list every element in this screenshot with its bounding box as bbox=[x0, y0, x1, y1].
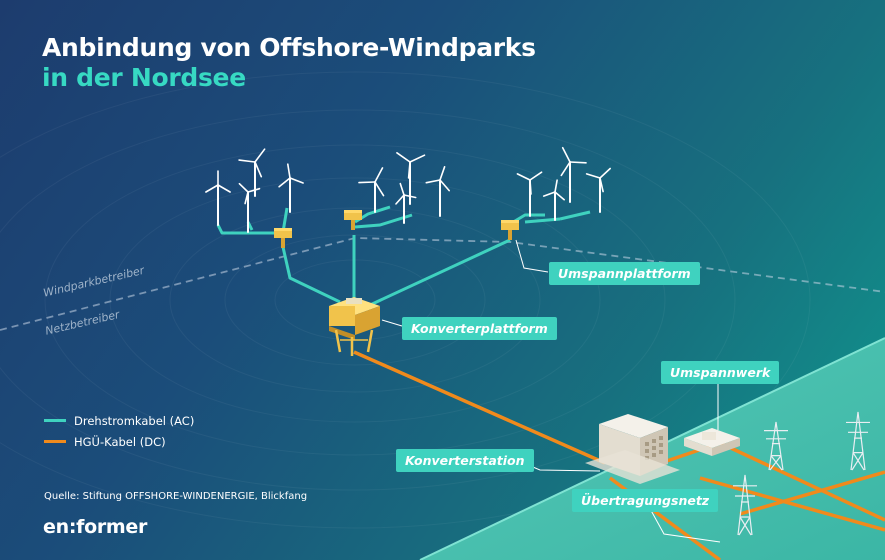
callout-umspannwerk: Umspannwerk bbox=[661, 361, 780, 384]
wind-turbine bbox=[205, 170, 231, 226]
converter-platform bbox=[329, 297, 380, 356]
transmission-pylon bbox=[846, 411, 870, 471]
legend-label-ac: Drehstromkabel (AC) bbox=[74, 413, 195, 428]
page-title: Anbindung von Offshore-Windparks bbox=[42, 33, 536, 62]
legend-label-dc: HGÜ-Kabel (DC) bbox=[74, 434, 166, 449]
wind-turbine bbox=[425, 166, 451, 217]
legend-swatch-ac bbox=[44, 419, 66, 422]
callout-konverterstation: Konverterstation bbox=[396, 449, 534, 472]
wind-turbine bbox=[278, 163, 304, 213]
legend-item-dc: HGÜ-Kabel (DC) bbox=[44, 431, 194, 452]
brand-logo: en:former bbox=[43, 516, 148, 538]
substation-platforms bbox=[274, 210, 519, 248]
wind-turbine bbox=[585, 167, 612, 213]
onshore-substation-building bbox=[684, 428, 740, 456]
transmission-pylon bbox=[733, 474, 757, 536]
wind-turbines bbox=[205, 146, 612, 233]
wind-turbine bbox=[358, 167, 385, 213]
wind-turbine bbox=[516, 171, 543, 217]
wind-turbine bbox=[542, 179, 566, 221]
callout-uebertragungsnetz: Übertragungsnetz bbox=[572, 489, 719, 512]
callout-konverterplattform: Konverterplattform bbox=[402, 317, 557, 340]
wind-turbine bbox=[560, 146, 587, 203]
wind-turbine bbox=[238, 148, 266, 197]
page-subtitle: in der Nordsee bbox=[42, 63, 246, 92]
source-note: Quelle: Stiftung OFFSHORE-WINDENERGIE, B… bbox=[44, 491, 308, 502]
wind-turbine bbox=[238, 182, 261, 233]
wind-turbine bbox=[395, 182, 417, 224]
transmission-pylons bbox=[733, 411, 870, 536]
converter-station-building bbox=[585, 414, 680, 484]
callout-umspannplattform: Umspannplattform bbox=[549, 262, 700, 285]
legend-swatch-dc bbox=[44, 440, 66, 443]
transmission-pylon bbox=[764, 421, 788, 471]
legend: Drehstromkabel (AC) HGÜ-Kabel (DC) bbox=[44, 410, 194, 452]
legend-item-ac: Drehstromkabel (AC) bbox=[44, 410, 194, 431]
